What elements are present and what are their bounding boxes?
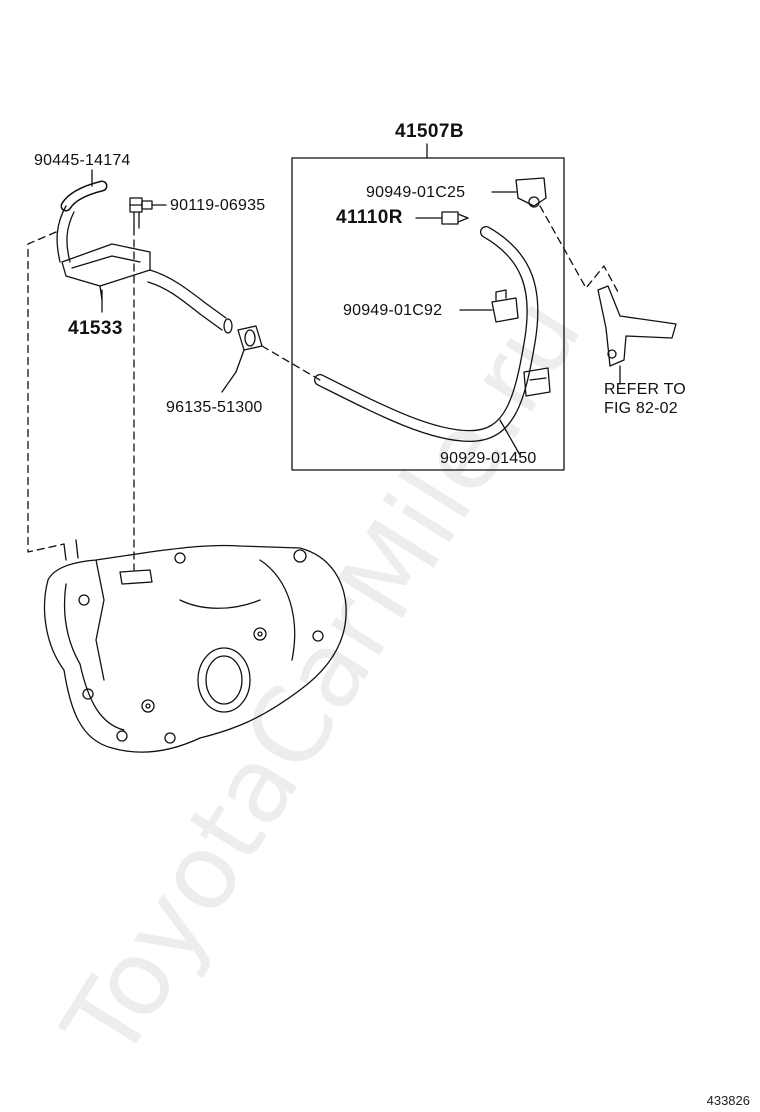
clamp-lower [523, 367, 551, 397]
refer-fig-label: FIG 82-02 [604, 400, 678, 417]
clamp-90949-c92 [459, 289, 519, 323]
bolt-90119 [129, 197, 167, 229]
label-90949-01c92: 90949-01C92 [343, 302, 443, 319]
label-96135-51300: 96135-51300 [166, 399, 263, 416]
label-41110r: 41110R [336, 207, 403, 228]
plug-41110r [415, 211, 469, 225]
bracket-external [597, 285, 677, 385]
label-90949-01c25: 90949-01C25 [366, 184, 466, 201]
transfer-case-housing [43, 539, 347, 753]
label-41507b: 41507B [395, 121, 464, 142]
dashed-guides [27, 205, 619, 571]
label-90445-14174: 90445-14174 [34, 152, 131, 169]
refer-to-label: REFER TO [604, 381, 686, 398]
clamp-90949-c25 [491, 177, 547, 208]
hose-90929 [314, 226, 539, 456]
figure-id: 433826 [706, 1093, 750, 1108]
breather-pipe-41533 [56, 205, 233, 334]
label-90119-06935: 90119-06935 [170, 197, 266, 214]
label-41533: 41533 [68, 318, 123, 339]
grommet-96135 [221, 325, 263, 393]
assembly-box-41507b [291, 157, 565, 471]
breather-hose-90445 [60, 169, 108, 212]
label-90929-01450: 90929-01450 [440, 450, 537, 467]
